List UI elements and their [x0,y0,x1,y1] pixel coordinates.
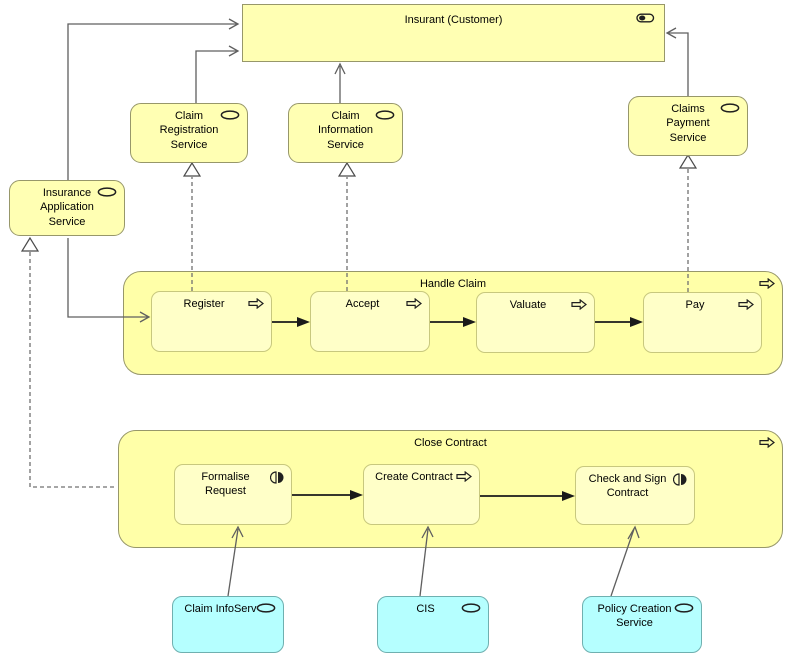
service-glyph [97,187,117,197]
node-label: Insurance Application Service [40,187,94,228]
node-accept[interactable]: Accept [310,291,430,352]
service-glyph [375,110,395,120]
service-icon [674,603,694,613]
node-label: Valuate [509,299,547,311]
process-icon [759,278,775,289]
node-register[interactable]: Register [151,291,272,352]
process-arrow-glyph [456,471,472,482]
node-label: Accept [345,298,380,310]
process-icon [456,471,472,482]
serving-claim-registration-to-insurant [195,50,237,103]
serving-policy-creation-to-check-and-sign [610,528,635,597]
node-claims-payment-service[interactable]: Claims Payment Service [628,96,748,156]
interaction-glyph-right [278,472,284,483]
service-glyph [256,603,276,613]
node-check-and-sign-contract[interactable]: Check and Sign Contract [575,466,695,525]
node-label: Pay [685,299,705,311]
node-formalise-request[interactable]: Formalise Request [174,464,292,525]
serving-insurance-app-to-register [67,238,148,318]
filled-arrowhead [297,317,310,327]
serving-claims-payment-to-insurant [668,32,689,96]
node-valuate[interactable]: Valuate [476,292,595,353]
process-icon [406,298,422,309]
open-arrowhead [421,525,434,539]
service-icon [220,110,240,120]
process-icon [248,298,264,309]
node-label: Formalise Request [201,471,250,498]
role-glyph-body [636,13,655,23]
node-create-contract[interactable]: Create Contract [363,464,480,525]
group-label: Handle Claim [419,278,487,290]
node-label: CIS [416,603,435,615]
node-label: Claim InfoServ [184,603,257,615]
service-icon [461,603,481,613]
filled-arrowhead [350,490,363,500]
interaction-glyph-left [270,471,277,484]
realization-arrowhead [678,153,698,169]
serving-cis-to-create-contract [419,528,429,597]
process-arrow-glyph [571,299,587,310]
service-icon [256,603,276,613]
interaction-icon [673,473,687,486]
filled-arrowhead [630,317,643,327]
process-icon [571,299,587,310]
open-arrowhead [231,525,244,539]
process-icon [738,299,754,310]
filled-arrowhead [562,491,575,501]
serving-claim-infoserv-to-formalise-request [227,528,239,597]
node-label: Policy Creation Service [597,603,672,630]
open-arrowhead [228,45,240,57]
process-arrow-glyph [248,298,264,309]
group-label: Close Contract [414,437,487,449]
role-icon [636,13,655,23]
process-arrow-glyph [759,437,775,448]
node-pay[interactable]: Pay [643,292,762,353]
service-glyph [220,110,240,120]
interaction-icon [270,471,284,484]
node-insurance-application-service[interactable]: Insurance Application Service [9,180,125,236]
open-arrowhead [334,62,346,75]
filled-arrowhead [463,317,476,327]
node-label: Claim Registration Service [159,110,219,151]
node-label: Claim Information Service [317,110,374,151]
service-glyph [674,603,694,613]
node-cis[interactable]: CIS [377,596,489,653]
node-claim-infoserv[interactable]: Claim InfoServ [172,596,284,653]
node-claim-information-service[interactable]: Claim Information Service [288,103,403,163]
realization-arrowhead [337,161,357,177]
interaction-glyph-right [681,474,687,485]
node-label: Register [183,298,225,310]
realization-arrowhead [182,161,202,177]
open-arrowhead [665,27,677,39]
open-arrowhead [139,311,151,323]
realization-close-contract-to-insurance-app [29,252,117,488]
node-label: Create Contract [375,471,453,483]
process-arrow-glyph [759,278,775,289]
service-icon [720,103,740,113]
interaction-glyph-left [673,473,680,486]
serving-insurance-app-to-insurant [67,23,237,181]
open-arrowhead [627,525,640,540]
process-arrow-glyph [406,298,422,309]
service-icon [97,187,117,197]
realization-arrowhead [20,236,40,252]
role-glyph-dot [639,15,646,21]
open-arrowhead [228,18,240,30]
node-label: Check and Sign Contract [588,473,667,500]
node-label: Insurant (Customer) [404,14,503,26]
service-glyph [461,603,481,613]
node-policy-creation-service[interactable]: Policy Creation Service [582,596,702,653]
service-icon [375,110,395,120]
node-label: Claims Payment Service [666,103,710,144]
process-icon [759,437,775,448]
process-arrow-glyph [738,299,754,310]
service-glyph [720,103,740,113]
node-insurant-customer[interactable]: Insurant (Customer) [242,4,665,62]
node-claim-registration-service[interactable]: Claim Registration Service [130,103,248,163]
